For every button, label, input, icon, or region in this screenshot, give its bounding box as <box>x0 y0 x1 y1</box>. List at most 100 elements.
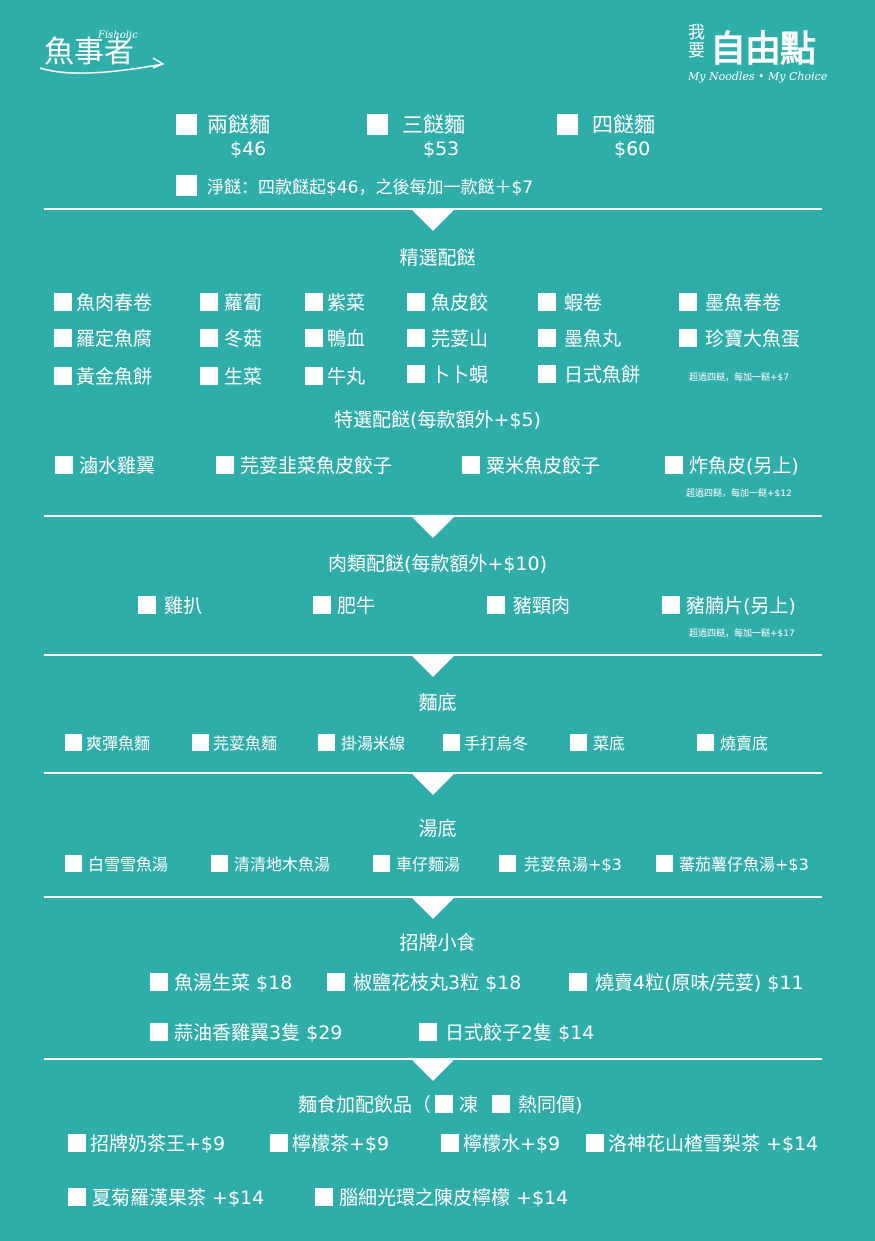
checkbox[interactable] <box>499 854 516 872</box>
soup-item[interactable]: 清清地木魚湯 <box>211 851 330 875</box>
checkbox[interactable] <box>55 455 73 474</box>
checkbox[interactable] <box>65 733 82 751</box>
checkbox[interactable] <box>441 1133 459 1152</box>
checkbox[interactable] <box>570 733 587 751</box>
checkbox[interactable] <box>270 1133 288 1152</box>
noodle-item[interactable]: 菜底 <box>570 730 625 754</box>
soup-item[interactable]: 芫荽魚湯+$3 <box>499 851 622 875</box>
topping-item[interactable]: 魚皮餃 <box>407 288 488 315</box>
snack-item[interactable]: 蒜油香雞翼3隻 $29 <box>150 1018 342 1045</box>
checkbox[interactable] <box>373 854 390 872</box>
checkbox[interactable] <box>176 113 197 135</box>
checkbox[interactable] <box>538 292 556 311</box>
checkbox[interactable] <box>315 1187 333 1206</box>
special-item[interactable]: 粟米魚皮餃子 <box>462 451 600 478</box>
meat-item[interactable]: 雞扒 <box>138 591 202 618</box>
special-item[interactable]: 炸魚皮(另上) <box>665 451 799 478</box>
topping-item[interactable]: 蘿蔔 <box>200 288 262 315</box>
snack-item[interactable]: 燒賣4粒(原味/芫荽) $11 <box>569 968 804 995</box>
checkbox[interactable] <box>557 113 578 135</box>
checkbox[interactable] <box>200 366 218 385</box>
checkbox[interactable] <box>697 733 714 751</box>
checkbox[interactable] <box>200 328 218 347</box>
checkbox[interactable] <box>150 972 168 991</box>
checkbox[interactable] <box>419 1022 437 1041</box>
checkbox[interactable] <box>656 854 673 872</box>
meat-item[interactable]: 豬頸肉 <box>487 591 570 618</box>
checkbox[interactable] <box>407 292 425 311</box>
meat-item[interactable]: 豬腩片(另上) <box>662 591 796 618</box>
checkbox[interactable] <box>367 113 388 135</box>
checkbox[interactable] <box>305 366 323 385</box>
checkbox[interactable] <box>150 1022 168 1041</box>
soup-item[interactable]: 白雪雪魚湯 <box>65 851 168 875</box>
topping-item[interactable]: 珍寶大魚蛋 <box>679 324 800 351</box>
checkbox-cold[interactable] <box>435 1094 454 1113</box>
drink-item[interactable]: 檸檬水+$9 <box>441 1129 560 1156</box>
drink-item[interactable]: 夏菊羅漢果茶 +$14 <box>68 1183 264 1210</box>
checkbox[interactable] <box>443 733 460 751</box>
combo-two[interactable]: 兩餸麵 <box>176 109 270 139</box>
topping-item[interactable]: 墨魚丸 <box>538 324 621 351</box>
checkbox[interactable] <box>200 292 218 311</box>
topping-item[interactable]: 鴨血 <box>305 324 365 351</box>
checkbox[interactable] <box>65 854 82 872</box>
topping-item[interactable]: 蝦卷 <box>538 288 602 315</box>
checkbox[interactable] <box>538 364 556 383</box>
checkbox[interactable] <box>407 364 425 383</box>
snack-item[interactable]: 日式餃子2隻 $14 <box>419 1018 594 1045</box>
combo-three[interactable]: 三餸麵 <box>367 109 465 139</box>
noodle-item[interactable]: 芫荽魚麵 <box>192 730 277 754</box>
topping-item[interactable]: 芫荽山 <box>407 324 488 351</box>
checkbox[interactable] <box>586 1133 604 1152</box>
checkbox[interactable] <box>487 595 505 614</box>
combo-four[interactable]: 四餸麵 <box>557 109 655 139</box>
topping-item[interactable]: 生菜 <box>200 362 262 389</box>
topping-item[interactable]: 卜卜蜆 <box>407 360 488 387</box>
checkbox[interactable] <box>54 292 72 311</box>
checkbox[interactable] <box>662 595 680 614</box>
topping-item[interactable]: 羅定魚腐 <box>54 324 152 351</box>
topping-item[interactable]: 日式魚餅 <box>538 360 640 387</box>
soup-item[interactable]: 車仔麵湯 <box>373 851 460 875</box>
special-item[interactable]: 滷水雞翼 <box>55 451 155 478</box>
checkbox[interactable] <box>138 595 156 614</box>
plain-toppings[interactable]: 淨餸：四款餸起$46，之後每加一款餸＋$7 <box>176 173 533 198</box>
checkbox[interactable] <box>679 292 697 311</box>
snack-item[interactable]: 椒鹽花枝丸3粒 $18 <box>327 968 521 995</box>
topping-item[interactable]: 牛丸 <box>305 362 365 389</box>
checkbox[interactable] <box>176 175 197 196</box>
checkbox[interactable] <box>313 595 331 614</box>
noodle-item[interactable]: 掛湯米線 <box>318 730 405 754</box>
checkbox[interactable] <box>665 455 683 474</box>
checkbox[interactable] <box>462 455 480 474</box>
drink-item[interactable]: 腦細光環之陳皮檸檬 +$14 <box>315 1183 568 1210</box>
checkbox[interactable] <box>305 328 323 347</box>
checkbox[interactable] <box>211 854 228 872</box>
noodle-item[interactable]: 爽彈魚麵 <box>65 730 150 754</box>
topping-item[interactable]: 紫菜 <box>305 288 365 315</box>
drink-item[interactable]: 洛神花山楂雪梨茶 +$14 <box>586 1129 818 1156</box>
noodle-item[interactable]: 手打烏冬 <box>443 730 528 754</box>
topping-item[interactable]: 墨魚春卷 <box>679 288 781 315</box>
topping-item[interactable]: 冬菇 <box>200 324 262 351</box>
checkbox-hot[interactable] <box>492 1094 511 1113</box>
topping-item[interactable]: 黃金魚餅 <box>54 362 152 389</box>
drink-item[interactable]: 招牌奶茶王+$9 <box>68 1129 225 1156</box>
drink-item[interactable]: 檸檬茶+$9 <box>270 1129 389 1156</box>
checkbox[interactable] <box>54 328 72 347</box>
checkbox[interactable] <box>216 455 234 474</box>
checkbox[interactable] <box>407 328 425 347</box>
checkbox[interactable] <box>679 328 697 347</box>
checkbox[interactable] <box>68 1187 86 1206</box>
checkbox[interactable] <box>569 972 587 991</box>
topping-item[interactable]: 魚肉春卷 <box>54 288 152 315</box>
noodle-item[interactable]: 燒賣底 <box>697 730 768 754</box>
checkbox[interactable] <box>538 328 556 347</box>
checkbox[interactable] <box>327 972 345 991</box>
meat-item[interactable]: 肥牛 <box>313 591 375 618</box>
checkbox[interactable] <box>54 366 72 385</box>
snack-item[interactable]: 魚湯生菜 $18 <box>150 968 292 995</box>
special-item[interactable]: 芫荽韭菜魚皮餃子 <box>216 451 392 478</box>
soup-item[interactable]: 蕃茄薯仔魚湯+$3 <box>656 851 809 875</box>
